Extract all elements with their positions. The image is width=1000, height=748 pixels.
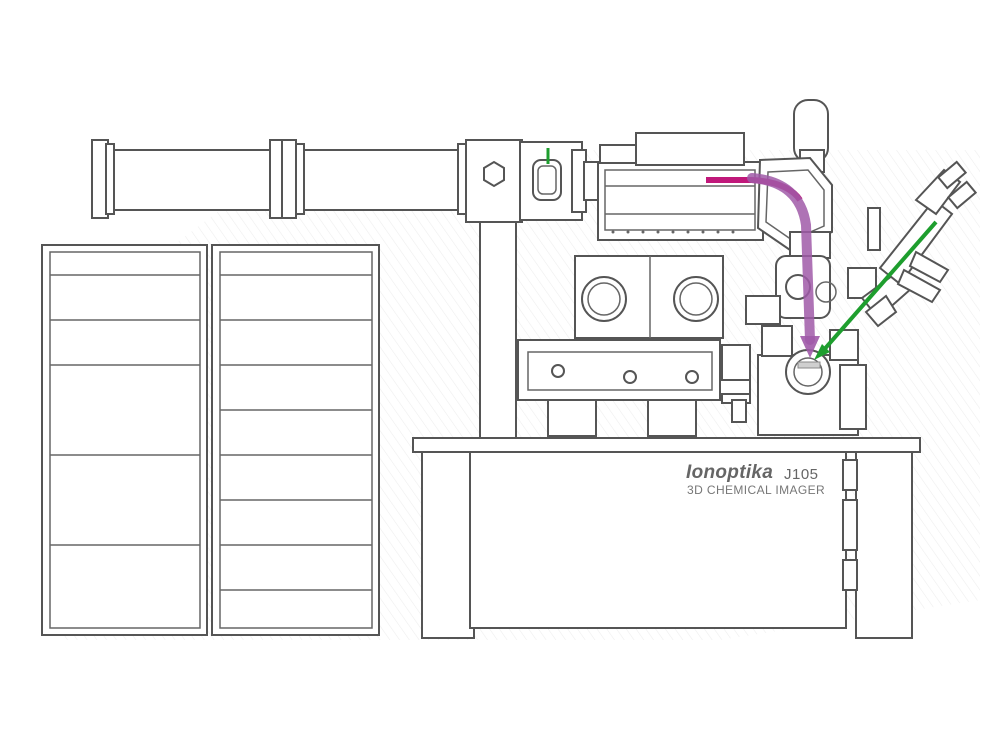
model-number: J105	[784, 466, 819, 483]
ion-column	[597, 132, 764, 241]
secondary-ion-beam	[747, 173, 820, 358]
green-ion-beam	[546, 148, 938, 360]
sample-stage	[797, 361, 821, 369]
instrument-subtitle: 3D CHEMICAL IMAGER	[687, 483, 826, 497]
beam-tube	[91, 139, 471, 219]
instrument-frame	[412, 437, 921, 639]
support-column	[479, 221, 517, 441]
electronics-cabinet-left	[41, 244, 208, 636]
electronics-cabinet-right	[211, 244, 380, 636]
brand-wordmark: Ionoptika	[686, 462, 774, 483]
sample-prep-box	[574, 255, 724, 339]
source-housing	[465, 139, 599, 223]
transfer-rail	[517, 339, 751, 437]
